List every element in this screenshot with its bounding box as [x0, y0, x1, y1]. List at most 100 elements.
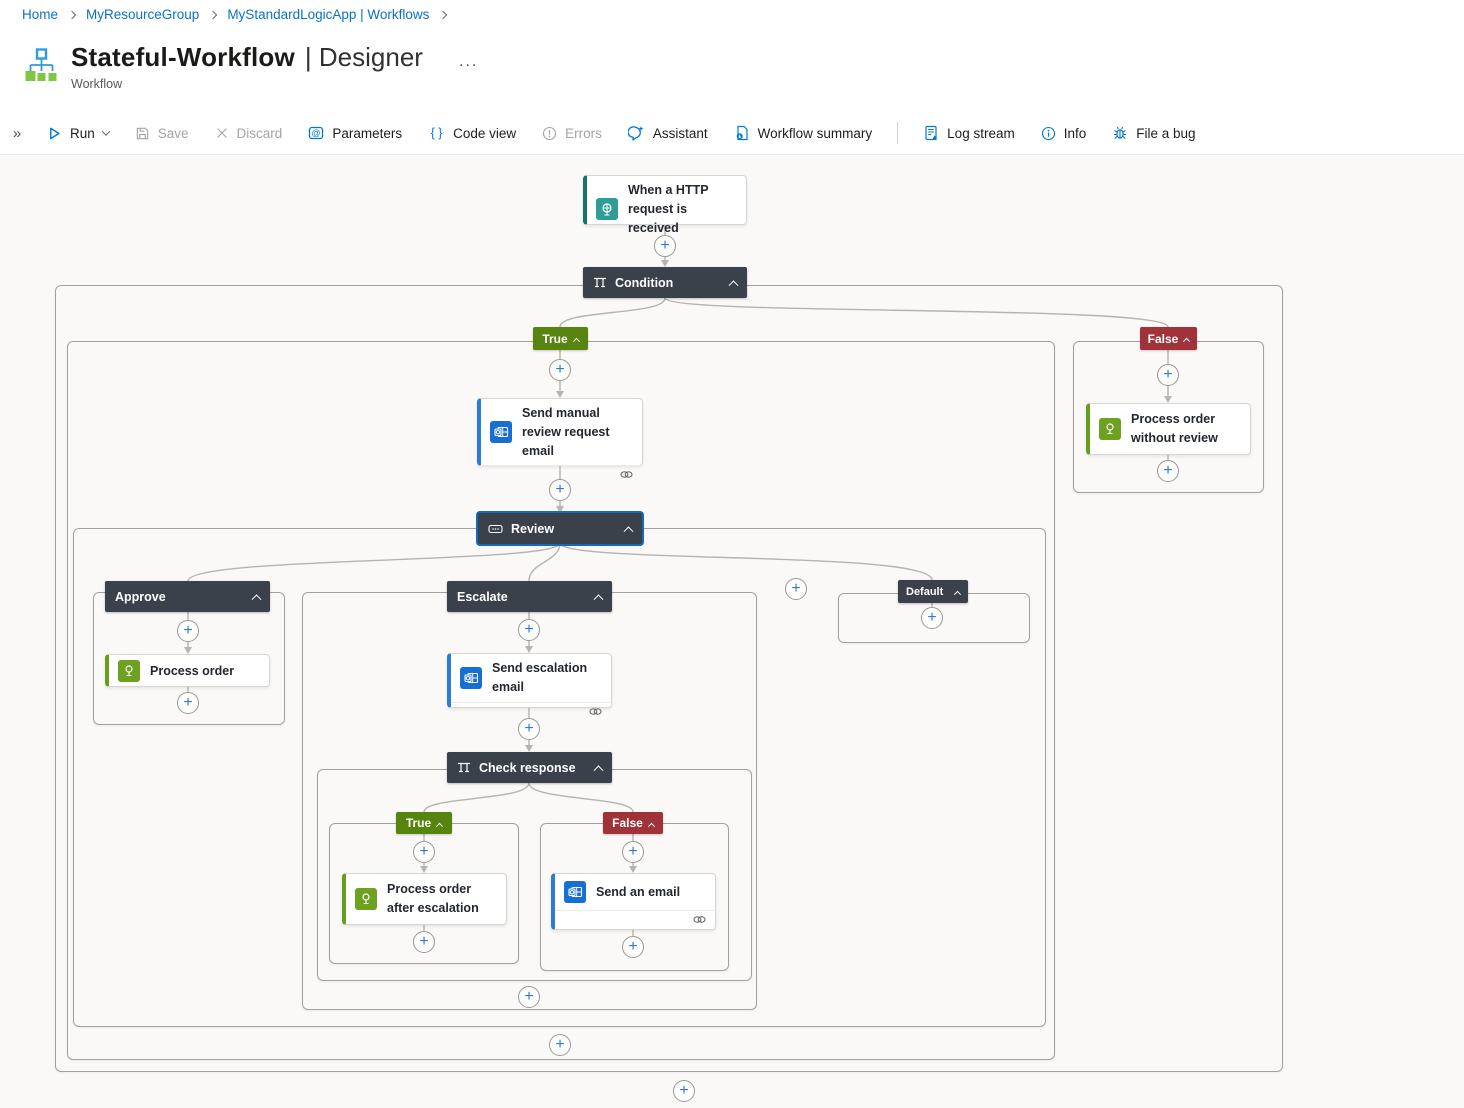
connection-icon [620, 466, 633, 484]
insert-step-button[interactable] [177, 692, 199, 714]
chevron-up-icon [953, 590, 962, 598]
discard-button[interactable]: Discard [215, 126, 282, 141]
check-response-node[interactable]: Check response [447, 752, 612, 783]
action-label: Send an email [596, 884, 681, 899]
save-label: Save [157, 125, 189, 141]
chevron-up-icon [728, 280, 739, 291]
insert-step-button[interactable] [654, 235, 676, 257]
process-action-icon [355, 888, 377, 910]
insert-step-button[interactable] [622, 936, 644, 958]
chevron-down-icon [101, 127, 111, 136]
condition-label: Condition [615, 275, 674, 290]
condition-node[interactable]: Condition [583, 267, 747, 298]
command-bar: » Run Save Discard @ Parameters [0, 112, 1464, 155]
toolbar-divider [897, 122, 899, 144]
breadcrumb-separator-icon [209, 10, 218, 19]
breadcrumb-separator-icon [439, 10, 448, 19]
action-label: Process order [150, 663, 235, 678]
insert-step-button[interactable] [518, 718, 540, 740]
action-send-manual-review-request-email[interactable]: Send manual review request email [477, 398, 643, 479]
log-stream-icon [923, 125, 939, 141]
false-text: False [612, 816, 643, 830]
save-icon [135, 126, 150, 141]
true-text: True [542, 331, 568, 346]
check-false-branch-label[interactable]: False [603, 812, 663, 834]
info-label: Info [1063, 125, 1087, 141]
parameters-label: Parameters [332, 125, 403, 141]
insert-step-button[interactable] [518, 619, 540, 641]
page-header: Stateful-Workflow | Designer ... Workflo… [24, 42, 478, 91]
insert-step-button[interactable] [518, 986, 540, 1008]
info-button[interactable]: Info [1041, 125, 1087, 141]
log-stream-button[interactable]: Log stream [923, 125, 1015, 141]
code-view-button[interactable]: { } Code view [428, 125, 516, 141]
outlook-icon [564, 881, 586, 903]
expand-menu-button[interactable]: » [0, 125, 34, 142]
insert-step-button[interactable] [177, 620, 199, 642]
svg-text:{ }: { } [431, 126, 443, 140]
bug-icon [1112, 125, 1128, 141]
errors-button[interactable]: Errors [542, 126, 602, 141]
insert-step-button[interactable] [1157, 364, 1179, 386]
process-action-icon [118, 660, 140, 682]
check-true-branch-label[interactable]: True [396, 812, 452, 834]
chevron-up-icon [251, 594, 262, 605]
review-switch-node[interactable]: Review [478, 513, 642, 544]
errors-label: Errors [565, 125, 602, 141]
default-case-node[interactable]: Default [898, 580, 968, 603]
action-label: Process order without review [1131, 412, 1218, 445]
page-subtitle: Workflow [71, 77, 123, 91]
trigger-label: When a HTTP request is received [628, 183, 709, 235]
insert-step-button[interactable] [1157, 460, 1179, 482]
insert-step-button[interactable] [549, 479, 571, 501]
save-button[interactable]: Save [135, 126, 189, 141]
chevron-up-icon [593, 765, 604, 776]
close-icon [215, 126, 229, 140]
insert-step-button[interactable] [673, 1080, 695, 1102]
run-button[interactable]: Run [47, 125, 111, 141]
breadcrumb-separator-icon [67, 10, 77, 19]
condition-icon [593, 277, 607, 289]
assistant-label: Assistant [652, 125, 708, 141]
breadcrumb-home[interactable]: Home [22, 7, 59, 22]
insert-step-button[interactable] [622, 841, 644, 863]
escalate-case-node[interactable]: Escalate [447, 581, 612, 612]
file-a-bug-button[interactable]: File a bug [1112, 125, 1196, 141]
chevron-up-icon [593, 594, 604, 605]
workflow-summary-button[interactable]: Workflow summary [734, 125, 872, 141]
false-branch-label[interactable]: False [1140, 327, 1197, 350]
action-process-order[interactable]: Process order [105, 654, 270, 687]
escalate-label: Escalate [457, 589, 508, 604]
chevron-up-icon [623, 526, 634, 537]
more-options-button[interactable]: ... [458, 53, 479, 70]
review-label: Review [511, 521, 555, 536]
insert-step-button[interactable] [549, 359, 571, 381]
chevron-up-icon [647, 822, 655, 830]
insert-step-button[interactable] [549, 1034, 571, 1056]
run-label: Run [70, 125, 95, 141]
trigger-when-http-request-received[interactable]: When a HTTP request is received [583, 175, 747, 235]
action-process-order-without-review[interactable]: Process order without review [1086, 403, 1251, 455]
breadcrumb-resource-group[interactable]: MyResourceGroup [86, 7, 200, 22]
action-send-an-email[interactable]: Send an email [551, 873, 716, 930]
parameters-button[interactable]: @ Parameters [308, 125, 402, 141]
action-send-escalation-email[interactable]: Send escalation email [447, 653, 612, 715]
insert-step-button[interactable] [921, 607, 943, 629]
insert-step-button[interactable] [413, 931, 435, 953]
insert-step-button[interactable] [413, 841, 435, 863]
action-label: Process order after escalation [387, 882, 479, 915]
action-process-order-after-escalation[interactable]: Process order after escalation [342, 873, 507, 925]
run-icon [47, 126, 62, 141]
true-branch-label[interactable]: True [533, 327, 588, 350]
outlook-icon [490, 421, 512, 444]
error-circle-icon [542, 126, 557, 141]
add-case-button[interactable] [785, 578, 807, 600]
breadcrumb: Home MyResourceGroup MyStandardLogicApp … [22, 7, 457, 22]
workflow-summary-doc-icon [734, 125, 750, 141]
breadcrumb-logic-app-workflows[interactable]: MyStandardLogicApp | Workflows [227, 7, 430, 22]
switch-icon [488, 524, 503, 534]
approve-case-node[interactable]: Approve [105, 581, 270, 612]
assistant-button[interactable]: Assistant [627, 125, 708, 141]
code-view-label: Code view [453, 125, 517, 141]
